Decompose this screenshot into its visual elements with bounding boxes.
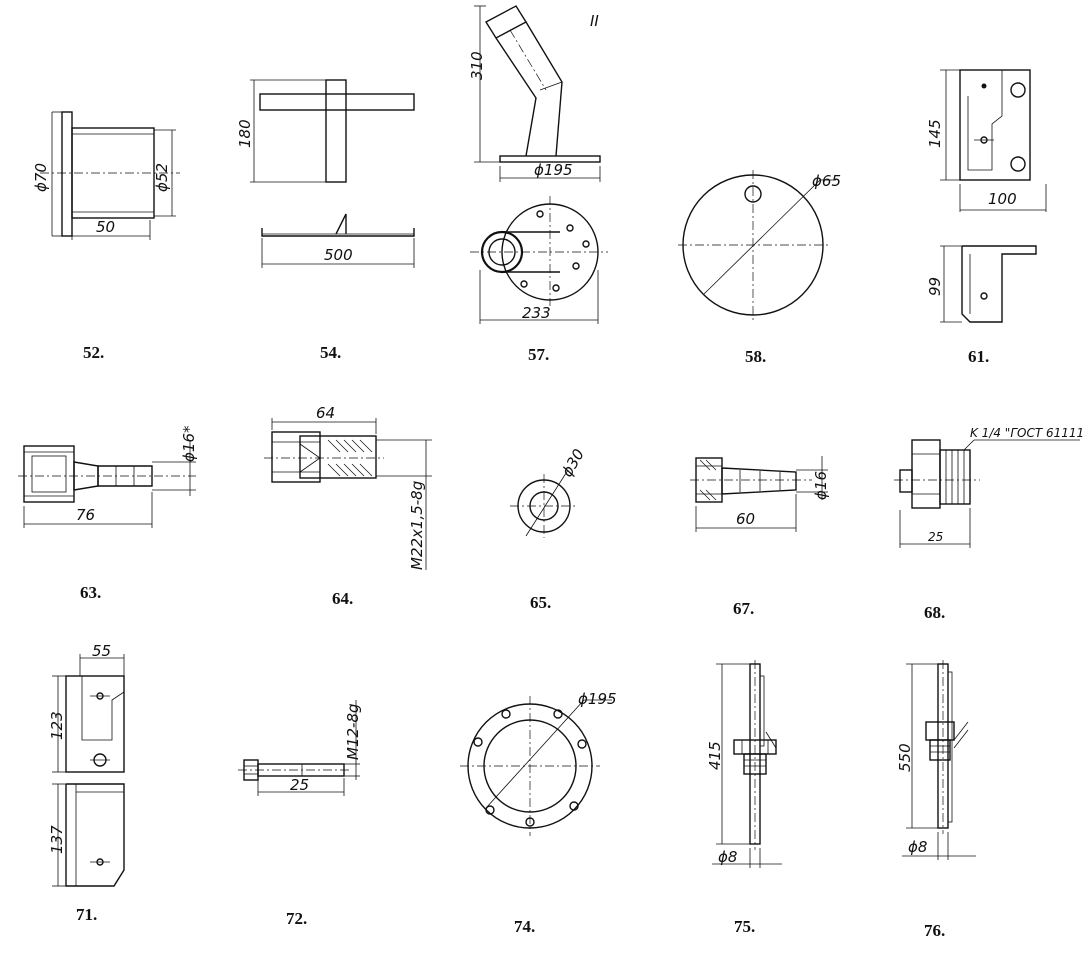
fig-57-dim-base-diameter: ϕ195 (534, 161, 573, 179)
fig-64-threaded-adapter: 64 M22x1,5-8g 64. (264, 404, 432, 608)
fig-71-bracket-pair: 55 123 137 71. (48, 642, 125, 924)
fig-61-dim-width: 100 (988, 190, 1017, 208)
fig-71-label: 71. (76, 905, 97, 924)
fig-61-angle-plate: 145 100 99 61. (926, 69, 1047, 366)
fig-63-label: 63. (80, 583, 101, 602)
fig-54-tee-bracket: 180 500 54. (236, 79, 415, 362)
fig-67-nipple: ϕ16 60 67. (690, 456, 830, 618)
fig-71-dim-width: 55 (92, 642, 111, 660)
fig-57-bent-tube-stand: 310 ϕ195 233 57. (468, 5, 608, 364)
fig-52-flanged-sleeve: ϕ70 ϕ52 50 52. (32, 111, 180, 362)
fig-67-label: 67. (733, 599, 754, 618)
fig-57-dim-height: 310 (468, 51, 486, 80)
fig-74-flange-ring: ϕ195 74. (460, 690, 617, 936)
fig-71-dim-lower-height: 137 (48, 825, 66, 854)
fig-64-label: 64. (332, 589, 353, 608)
fig-52-dim-outer-diameter: ϕ70 (32, 163, 50, 192)
fig-52-dim-length: 50 (96, 218, 115, 236)
fig-65-ring: ϕ30 65. (510, 446, 588, 612)
fig-68-label: 68. (924, 603, 945, 622)
fig-67-dim-length: 60 (736, 510, 755, 528)
fig-72-bolt: 25 M12-8g 72. (238, 700, 362, 928)
fig-58-disc: ϕ65 58. (678, 170, 841, 366)
fig-58-label: 58. (745, 347, 766, 366)
fig-52-label: 52. (83, 343, 104, 362)
fig-57-label: 57. (528, 345, 549, 364)
fig-68-thread-callout: K 1/4 "ГОСТ 61111 (970, 426, 1084, 440)
fig-72-dim-thread: M12-8g (344, 703, 362, 760)
fig-68-dim-length: 25 (928, 530, 943, 544)
fig-76-dim-diameter: ϕ8 (908, 838, 927, 856)
fig-54-dim-height: 180 (236, 119, 254, 148)
fig-57-dim-width: 233 (522, 304, 551, 322)
fig-74-dim-diameter: ϕ195 (578, 690, 617, 708)
corner-mark: II (590, 12, 599, 30)
fig-54-label: 54. (320, 343, 341, 362)
fig-63-dim-length: 76 (76, 506, 95, 524)
fig-75-label: 75. (734, 917, 755, 936)
fig-61-dim-height: 145 (926, 119, 944, 148)
fig-74-label: 74. (514, 917, 535, 936)
fig-63-hose-fitting: ϕ16* 76 63. (18, 425, 198, 602)
fig-75-dim-length: 415 (706, 741, 724, 770)
fig-76-dim-length: 550 (896, 743, 914, 772)
fig-64-dim-length: 64 (316, 404, 335, 422)
fig-76-probe-rod: 550 ϕ8 76. (896, 660, 976, 940)
fig-67-dim-diameter: ϕ16 (812, 471, 830, 500)
fig-75-probe-rod: 415 ϕ8 75. (706, 660, 782, 936)
fig-72-dim-length: 25 (290, 776, 309, 794)
fig-61-dim-flange-height: 99 (926, 277, 944, 296)
fig-75-dim-diameter: ϕ8 (718, 848, 737, 866)
fig-65-dim-diameter: ϕ30 (558, 446, 588, 480)
fig-65-label: 65. (530, 593, 551, 612)
fig-68-plug: K 1/4 "ГОСТ 61111 25 68. (894, 426, 1084, 622)
fig-72-label: 72. (286, 909, 307, 928)
fig-61-label: 61. (968, 347, 989, 366)
fig-71-dim-upper-height: 123 (48, 711, 66, 740)
fig-54-dim-length: 500 (324, 246, 353, 264)
fig-64-dim-thread: M22x1,5-8g (408, 481, 426, 570)
fig-63-dim-diameter: ϕ16* (180, 425, 198, 462)
fig-58-dim-diameter: ϕ65 (812, 172, 841, 190)
fig-76-label: 76. (924, 921, 945, 940)
fig-52-dim-inner-diameter: ϕ52 (153, 163, 171, 192)
